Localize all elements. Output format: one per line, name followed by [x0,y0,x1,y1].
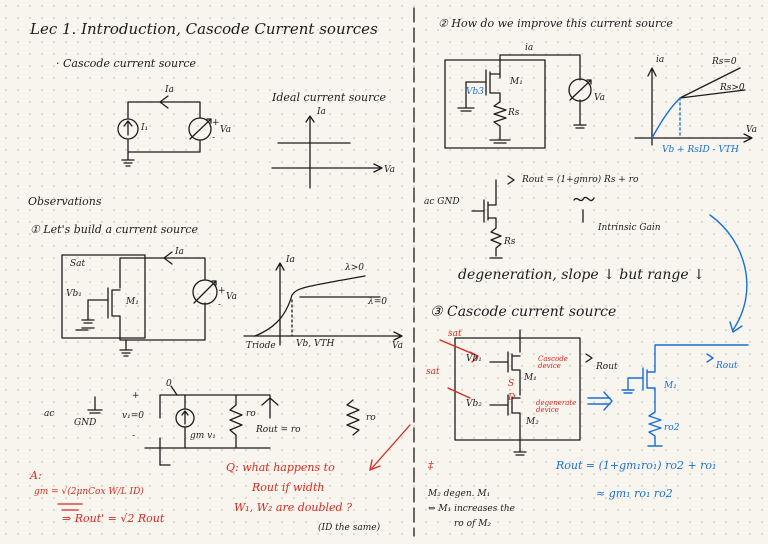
ideal-label: Ideal current source [272,91,387,104]
blue-ro2: ro2 [664,423,680,433]
ac-label: ac [44,409,55,419]
question-line3: W₁, W₂ are doubled ? [234,501,352,514]
right-vb3: Vb3 [466,87,484,97]
build-plus: + [218,286,226,296]
right-m1: M₁ [510,77,523,87]
step2-heading: ② How do we improve this current source [438,17,673,30]
ro-right-label: ro [366,413,376,423]
observations-heading: Observations [28,195,102,208]
page-title: Lec 1. Introduction, Cascode Current sou… [30,20,378,38]
graph2-va: Va [746,125,758,135]
improve-circuit [444,54,592,149]
degenerate-device: degenerate device [536,399,577,414]
cascode-vb2: Vb₂ [466,399,482,409]
intro-i1: I₁ [141,123,149,133]
note-line3: ro of M₂ [454,519,492,529]
lambda-zero: λ=0 [368,297,387,307]
graph-ia: Ia [286,255,295,265]
rs-graph [634,67,753,146]
ss-minus: - [132,431,136,441]
lambda-pos: λ>0 [345,263,364,273]
ro-label: ro [246,409,256,419]
triode-label: Triode [246,341,276,351]
m1-label: M₁ [126,297,139,307]
right-rs: Rs [508,108,520,118]
rout-cascode: Rout = (1+gm₁ro₁) ro2 + ro₁ [556,459,717,472]
intro-ia: Ia [165,85,174,95]
answer-a: A: [30,469,42,482]
intro-minus: - [212,133,216,143]
rout-ro-label: Rout = ro [256,425,301,435]
blue-curve-arrow [709,214,748,333]
sat-top: sat [448,329,462,339]
vb-vth-label: Vb, VTH [296,339,335,349]
right-va: Va [594,93,606,103]
blue-equiv-arrow [587,391,613,411]
build-ia: Ia [175,247,184,257]
rout-approx: ≈ gm₁ ro₁ ro2 [596,487,673,500]
bullet-cascode: · Cascode current source [56,57,196,70]
s-label: S [508,379,515,389]
blue-small-signal [621,344,749,447]
intro-plus: + [212,118,220,128]
question-line2: Rout if width [252,481,325,494]
ideal-va: Va [384,165,396,175]
sat-mid: sat [426,367,440,377]
degeneration-line: degeneration, slope ↓ but range ↓ [458,267,705,283]
step1-heading: ① Let's build a current source [30,223,199,236]
question-line1: Q: what happens to [226,461,335,474]
cascode-vb1: Vb₁ [466,354,482,364]
note-line1: M₂ degen. M₁ [428,489,491,499]
gm-formula: gm = √(2μnCox W/L ID) [34,487,144,497]
blue-rout: Rout [716,361,738,371]
vb1-label: Vb₁ [66,289,82,299]
intrinsic-gain: Intrinsic Gain [598,223,661,233]
note-symbol: ‡ [428,459,434,472]
cascode-m1: M₁ [524,373,537,383]
step3-heading: ③ Cascode current source [430,304,617,320]
cascode-rout: Rout [596,362,618,372]
rout-result: ⇒ Rout' = √2 Rout [62,512,165,525]
question-line4: (ID the same) [318,523,381,533]
note-line2: ⇔ M₁ increases the [428,504,515,514]
right-ia: ia [525,43,534,53]
graph-va: Va [392,341,404,351]
ac-gnd-right: ac GND [424,197,460,207]
cascode-circuit [454,329,593,456]
ideal-graph [271,115,383,189]
iv-graph [243,262,403,346]
build-circuit [61,251,218,357]
degen-circuit [471,175,595,259]
knee-label: Vb + RsID - VTH [662,145,739,155]
graph2-ia: ia [656,55,665,65]
small-signal-circuit [87,385,360,466]
degen-rs: Rs [504,237,516,247]
v1-label: v₁=0 [122,411,144,421]
ideal-ia: Ia [317,107,326,117]
ss-plus: + [132,391,140,401]
cascode-m2: M₂ [526,417,539,427]
build-va: Va [226,292,238,302]
zero-label: 0 [166,379,172,389]
intro-va: Va [220,125,232,135]
cascode-device: Cascode device [538,355,568,370]
gnd-label: GND [74,418,97,428]
rs-zero: Rs=0 [712,57,737,67]
rs-pos: Rs>0 [720,83,745,93]
sat-label: Sat [70,259,86,269]
blue-m1: M₁ [664,381,677,391]
rout-formula: Rout = (1+gmro) Rs + ro [522,175,639,185]
intro-circuit [117,95,212,167]
d-label: D [508,393,516,403]
gmv1-label: gm v₁ [190,431,216,441]
build-minus: - [218,300,222,310]
